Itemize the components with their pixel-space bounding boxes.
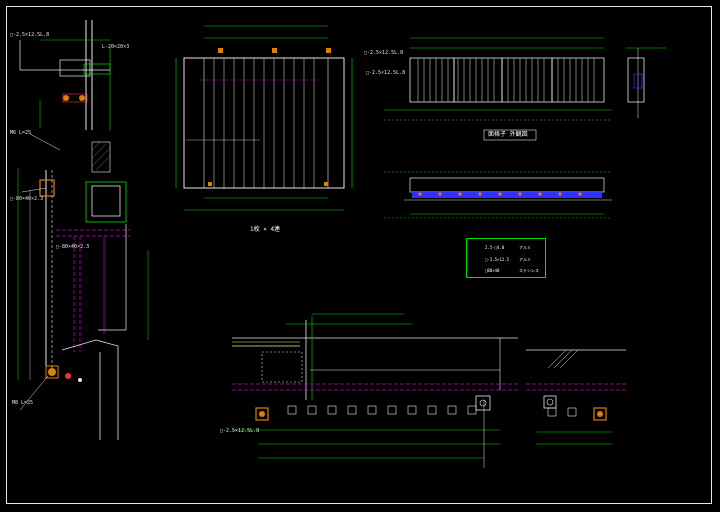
four-panel-front-view — [384, 37, 666, 141]
drawing-border — [6, 6, 712, 504]
legend-row-2-col-3: アルミ — [519, 257, 531, 262]
legend-row-3-col-3: ステンレス — [519, 268, 539, 273]
grille-elevation — [175, 25, 353, 211]
plan-callout: □-2.5×12.5L.8 — [366, 70, 406, 76]
bottom-section-detail — [232, 313, 626, 468]
side-section-callout-2: L-20×20×3 — [102, 44, 130, 50]
grille-plan-view — [384, 171, 612, 219]
front-view-callout: □-2.5×12.5L.8 — [364, 50, 404, 56]
side-section-callout-4: □-80×40×2.3 — [10, 196, 44, 202]
legend-row-1-col-3: アルミ — [519, 245, 531, 250]
legend-table: 2.5-□4.0 アルミ □-2.5×12.5 アルミ □80×40 ステンレス — [466, 238, 546, 278]
side-section-callout-1: □-2.5×12.5L.8 — [10, 32, 50, 38]
legend-row-3-col-2: □80×40 — [485, 268, 500, 273]
legend-row-1-col-2: 2.5-□4.0 — [485, 245, 505, 250]
side-section-callout-7: □-2.5×12.5L.8 — [220, 428, 260, 434]
side-section-callout-5: □-80×40×2.3 — [56, 244, 90, 250]
side-section-callout-3: M6 L=25 — [10, 130, 32, 136]
side-section-view — [17, 20, 149, 440]
legend-row-2-col-2: □-2.5×12.5 — [485, 257, 510, 262]
elevation-count-title: 1枚 × 4連 — [250, 226, 281, 233]
front-view-label: 面格子 外観図 — [488, 131, 528, 138]
side-section-callout-6: M8 L=25 — [12, 400, 34, 406]
